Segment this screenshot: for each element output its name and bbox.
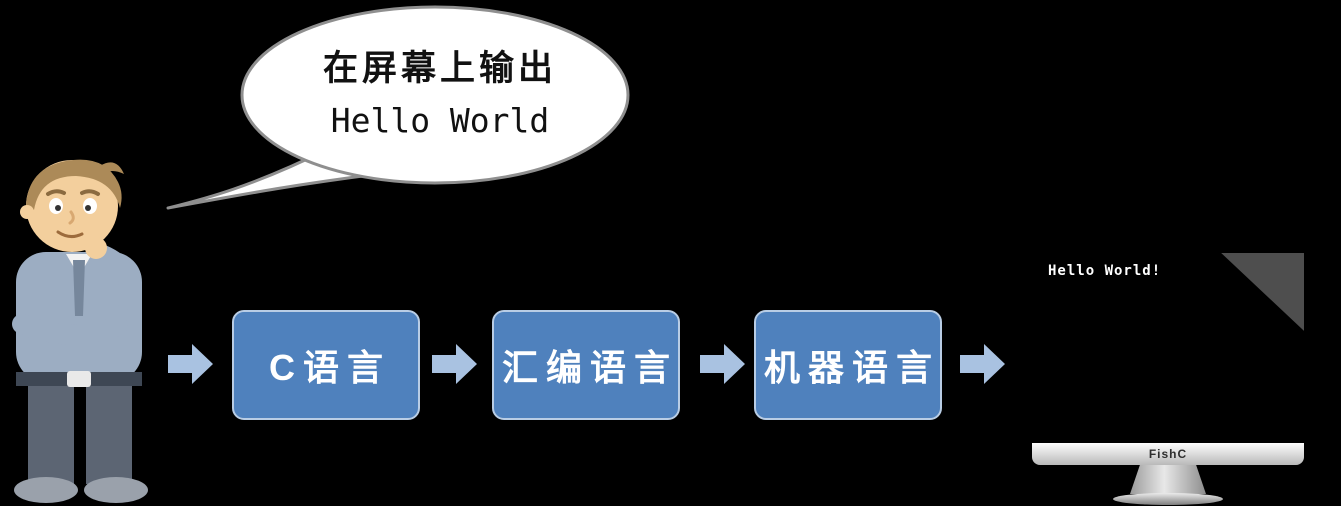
flow-step-c-language: C语言 — [232, 310, 420, 420]
monitor-screen-text: Hello World! — [1048, 263, 1162, 279]
arrow-right-icon — [700, 344, 745, 384]
arrow-right-icon — [960, 344, 1005, 384]
screen-glare — [1221, 253, 1304, 331]
arrow-right-icon — [432, 344, 477, 384]
speech-bubble-text: 在屏幕上输出 Hello World — [245, 40, 635, 140]
speech-bubble-line2: Hello World — [330, 101, 550, 140]
speech-bubble — [166, 5, 630, 210]
flow-step-machine-language: 机器语言 — [754, 310, 942, 420]
flow-step-label: 汇编语言 — [502, 347, 679, 388]
flow-step-label: 机器语言 — [764, 347, 941, 388]
monitor-brand-label: FishC — [1148, 447, 1188, 461]
monitor-stand-neck — [1130, 465, 1206, 494]
arrow-right-icon — [168, 344, 213, 384]
monitor-bezel: FishC — [1032, 443, 1304, 465]
flow-step-label: C语言 — [269, 347, 391, 388]
monitor-stand-base — [1113, 493, 1223, 505]
monitor-screen: Hello World! — [1032, 253, 1304, 443]
speech-bubble-line1: 在屏幕上输出 — [322, 49, 557, 88]
flow-step-assembly-language: 汇编语言 — [492, 310, 680, 420]
thinking-person-illustration — [12, 159, 148, 503]
